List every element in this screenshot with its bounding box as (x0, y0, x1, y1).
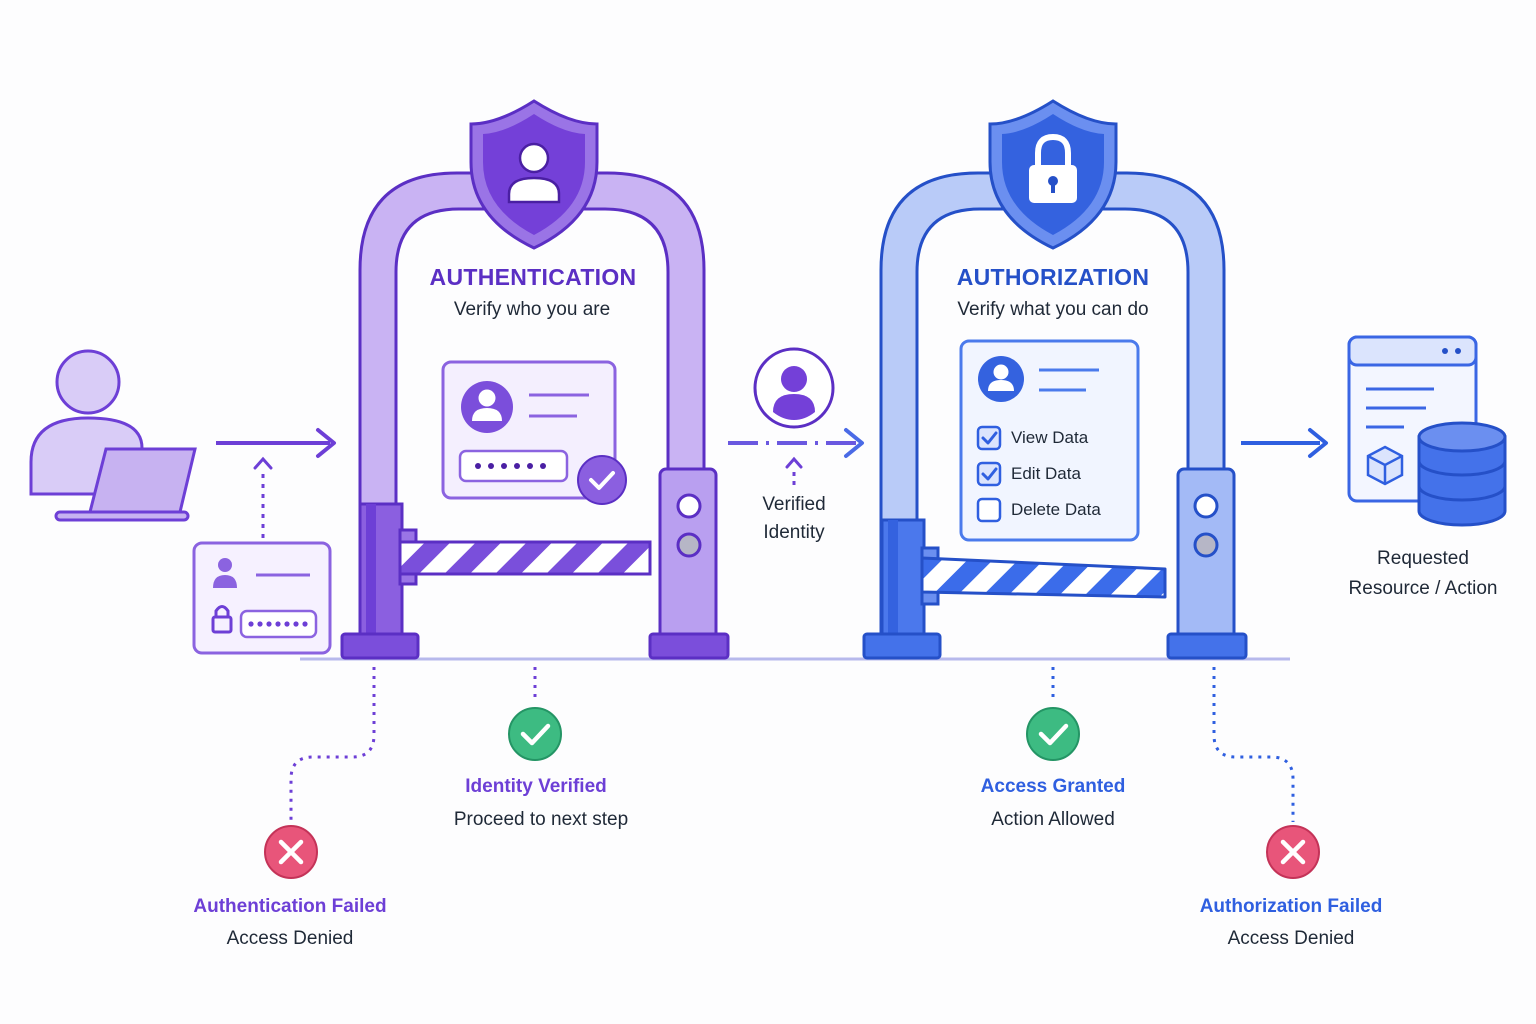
resource-label: Requested Resource / Action (1349, 544, 1498, 604)
authentication-subtitle: Verify who you are (453, 299, 611, 320)
access-granted-title: Access Granted (980, 776, 1126, 797)
verified-identity-line1: Verified (762, 494, 826, 515)
authorization-failed-x-icon (1266, 825, 1320, 879)
arrow-to-authorization (728, 428, 864, 458)
identity-verified-subtitle: Proceed to next step (453, 809, 629, 830)
auth-failed-connector (289, 667, 376, 822)
authentication-barrier (398, 540, 652, 576)
permission-edit-data: Edit Data (1011, 464, 1081, 483)
authentication-failed-title: Authentication Failed (193, 896, 387, 917)
checkbox-view-data (976, 425, 1002, 451)
identity-verified-title: Identity Verified (465, 776, 607, 797)
authentication-title: AUTHENTICATION (429, 264, 637, 290)
authorization-subtitle: Verify what you can do (957, 299, 1149, 320)
checkbox-edit-data (976, 461, 1002, 487)
verified-identity-line2: Identity (763, 522, 825, 543)
authentication-failed-subtitle: Access Denied (226, 928, 354, 949)
resource-line1: Requested (1377, 548, 1469, 569)
access-granted-check-icon (1026, 707, 1080, 761)
credentials-card (192, 541, 332, 655)
checkbox-delete-data (976, 497, 1002, 523)
identity-verified-check-icon (508, 707, 562, 761)
access-granted-subtitle: Action Allowed (991, 809, 1115, 830)
verified-identity-label: Verified Identity (762, 491, 825, 547)
authentication-gate (340, 99, 730, 660)
authorization-barrier (920, 556, 1167, 599)
authorization-failed-title: Authorization Failed (1199, 896, 1383, 917)
permissions-card (959, 339, 1140, 542)
shield-user-icon (469, 99, 599, 250)
resource-line2: Resource / Action (1348, 578, 1498, 599)
shield-lock-icon (988, 99, 1118, 250)
credentials-arrow (253, 456, 273, 538)
authentication-failed-x-icon (264, 825, 318, 879)
verified-identity-arrow (785, 456, 803, 485)
authz-failed-connector (1212, 667, 1295, 822)
arrow-to-authentication (216, 428, 336, 458)
authorization-gate (862, 99, 1248, 660)
verified-identity-avatar (753, 347, 835, 429)
arrow-to-resource (1241, 428, 1328, 458)
permission-view-data: View Data (1011, 428, 1089, 447)
identity-card (441, 360, 627, 505)
authorization-failed-subtitle: Access Denied (1227, 928, 1355, 949)
database-icon (1417, 421, 1507, 527)
permission-delete-data: Delete Data (1011, 500, 1101, 519)
user-laptop-icon (29, 349, 197, 522)
authorization-title: AUTHORIZATION (956, 264, 1150, 290)
